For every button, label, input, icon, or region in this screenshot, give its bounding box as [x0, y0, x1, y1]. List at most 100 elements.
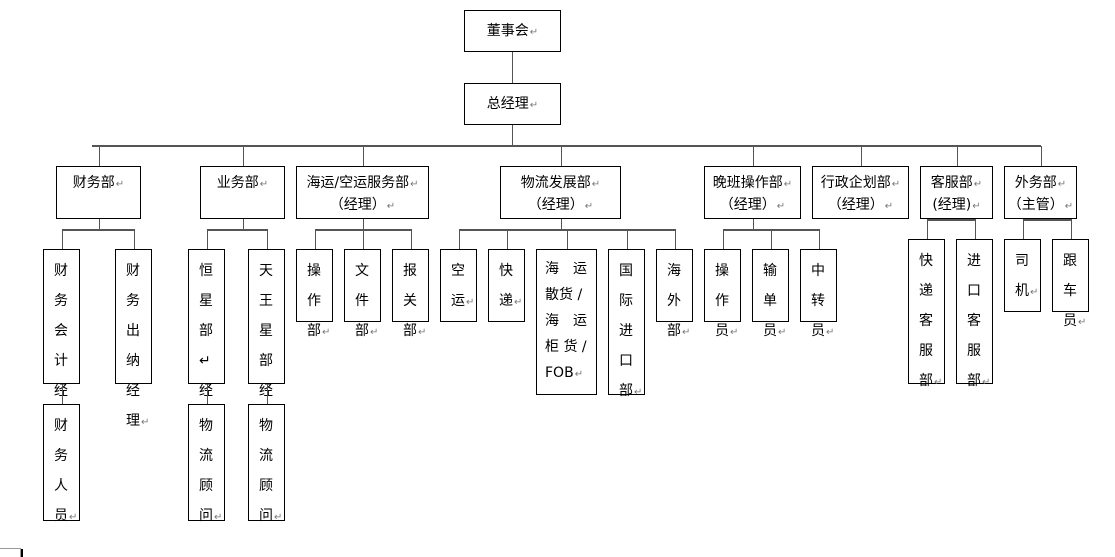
connector [975, 219, 976, 239]
paragraph-mark-icon: ↵ [322, 327, 331, 338]
department-label: （经理）↵ [501, 195, 620, 217]
paragraph-mark-icon: ↵ [778, 327, 787, 338]
subunit-label-char: 部↵ [619, 383, 643, 399]
paragraph-mark-icon: ↵ [783, 179, 793, 190]
department-label-text: 海运/空运服务部 [306, 175, 410, 191]
department-label-text: 物流发展部 [520, 175, 591, 191]
subunit-label-char: 务 [126, 293, 140, 309]
subunit-label-char: 部↵ [667, 323, 691, 339]
department-label-text: 客服部 [930, 175, 973, 191]
subunit-label-char: 员↵ [763, 323, 787, 339]
subunit-label-char: 快 [919, 253, 933, 269]
subunit-label-char: 会 [54, 323, 68, 339]
subunit-label-char: 顾 [199, 478, 213, 494]
department-label: （经理）↵ [813, 195, 908, 217]
department-label-text: （经理） [719, 197, 776, 213]
subunit-label-char: 进 [619, 323, 633, 339]
subunit-label-char: 海 运 [545, 261, 587, 277]
department-label: 业务部↵ [201, 173, 284, 195]
paragraph-mark-icon: ↵ [973, 179, 983, 190]
subunit-label-char: 部↵ [403, 323, 427, 339]
connector [207, 229, 208, 249]
subunit-service: 进口客服部↵ [956, 239, 993, 389]
connector [207, 384, 208, 404]
connector [771, 229, 772, 249]
subunit-business: 天王星部经理↵ [248, 249, 285, 429]
subunit-label-char: 服 [919, 343, 933, 359]
connector [62, 229, 135, 231]
subunit-label-char: 员↵ [1063, 313, 1087, 329]
page-corner-mark [0, 548, 20, 549]
subunit-label-char: 财 [54, 418, 68, 434]
subunit-label-char: 人 [54, 478, 68, 494]
subunit-label-char: 车 [1063, 283, 1077, 299]
subunit-label-char: 操 [715, 263, 729, 279]
board-node: 董事会↵ [464, 10, 561, 52]
subunit-label-char: 部↵ [967, 373, 991, 389]
subunit-label-char: 快 [499, 263, 513, 279]
subunit-label-char: 恒 [199, 263, 213, 279]
subunit-label-char: 口 [619, 353, 633, 369]
department-label: 行政企划部↵ [813, 173, 908, 195]
connector [267, 229, 268, 249]
subunit-label-char: 部 [259, 353, 273, 369]
subunit-label-char: FOB↵ [545, 365, 584, 381]
connector [99, 219, 100, 229]
subunit-label-char: 务 [54, 293, 68, 309]
subunit-label-char: 物 [259, 418, 273, 434]
connector [459, 229, 460, 249]
subunit-label-char: 王 [259, 293, 273, 309]
department-label: 晚班操作部↵ [705, 173, 800, 195]
general-manager-label: 总经理 [486, 96, 529, 112]
subunit-label-char: 跟 [1063, 253, 1077, 269]
department-label: （经理）↵ [297, 195, 428, 217]
subunit-label-char: 问↵ [199, 508, 223, 524]
paragraph-mark-icon: ↵ [514, 297, 523, 308]
subunit-label-char: 空 [451, 263, 465, 279]
connector [1071, 219, 1072, 239]
paragraph-mark-icon: ↵ [259, 179, 269, 190]
connector [723, 229, 724, 249]
department-label: 外务部↵ [1005, 173, 1076, 195]
subunit-label-char: 星 [259, 323, 273, 339]
connector [561, 146, 562, 166]
department-label: 海运/空运服务部↵ [297, 173, 428, 195]
department-label-text: 外务部 [1014, 175, 1057, 191]
subunit-child-business: 物流顾问↵ [188, 404, 225, 524]
subunit-logistics: 海 运散货 /海 运柜 货 /FOB↵ [536, 249, 597, 395]
paragraph-mark-icon: ↵ [1078, 317, 1087, 328]
subunit-external: 司机↵ [1004, 239, 1041, 312]
paragraph-mark-icon: ↵ [410, 179, 419, 190]
connector [62, 384, 63, 404]
subunit-label-char: 经 [54, 383, 68, 399]
connector [1023, 219, 1024, 239]
page-corner-mark [20, 548, 21, 557]
paragraph-mark-icon: ↵ [891, 179, 901, 190]
paragraph-mark-icon: ↵ [1030, 287, 1039, 298]
connector [363, 219, 364, 229]
subunit-label-char: 作 [307, 293, 321, 309]
subunit-label-char: 中 [811, 263, 825, 279]
subunit-shipping: 文件部↵ [344, 249, 381, 339]
paragraph-mark-icon: ↵ [730, 327, 739, 338]
department-label-text: （主管） [1007, 197, 1064, 213]
subunit-label-char: 务 [54, 448, 68, 464]
department-label: （主管）↵ [1005, 195, 1076, 217]
connector [1041, 146, 1042, 166]
paragraph-mark-icon: ↵ [776, 201, 786, 212]
subunit-finance: 财务出纳经理↵ [115, 249, 152, 429]
paragraph-mark-icon: ↵ [574, 369, 584, 380]
board-label: 董事会 [486, 23, 529, 39]
connector [567, 229, 568, 249]
subunit-label-char: 客 [967, 313, 981, 329]
paragraph-mark-icon: ↵ [634, 387, 643, 398]
connector [315, 229, 316, 249]
department-external: 外务部↵（主管）↵ [1004, 166, 1077, 219]
paragraph-mark-icon: ↵ [982, 377, 991, 388]
connector [675, 229, 676, 249]
connector [819, 229, 820, 249]
connector [753, 146, 754, 166]
subunit-label-char: 海 运 [545, 313, 587, 329]
subunit-logistics: 国际进口部↵ [608, 249, 645, 399]
department-night: 晚班操作部↵（经理）↵ [704, 166, 801, 219]
